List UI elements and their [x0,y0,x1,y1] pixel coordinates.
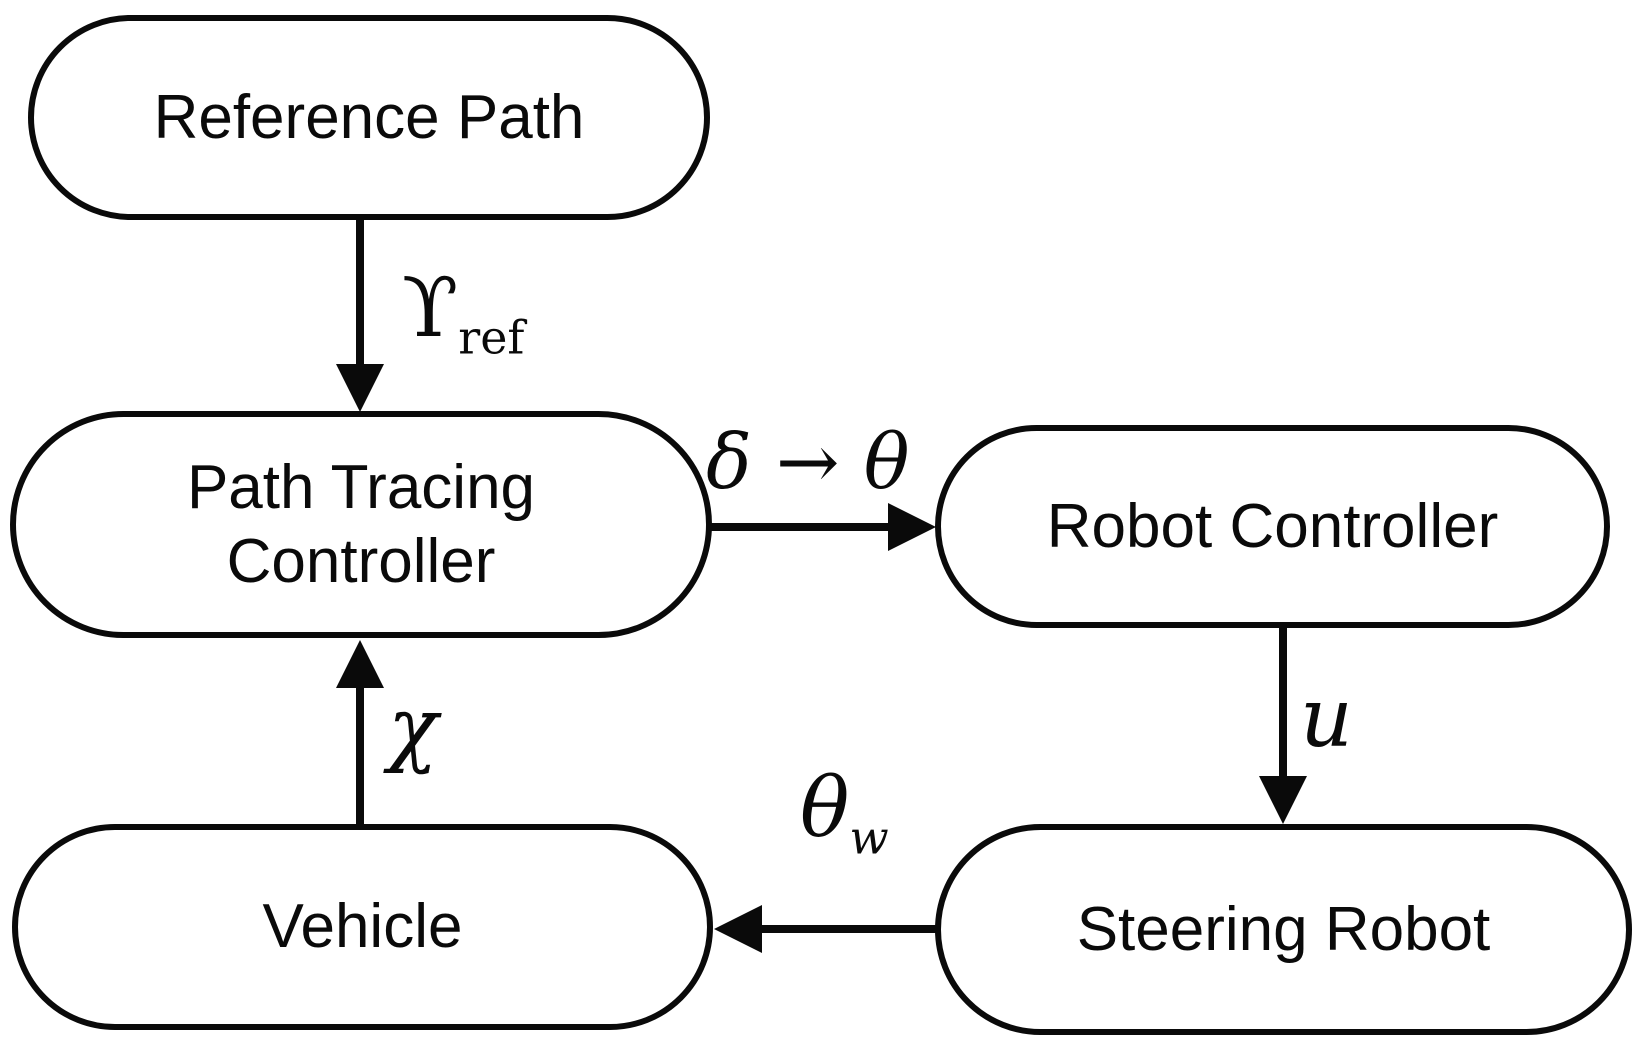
chi-symbol: χ [388,681,438,776]
arrow-head-down-icon [1259,776,1307,824]
arrow-line-tracing-to-robot-controller [710,523,892,531]
edge-label-upsilon-ref: ϒref [402,268,524,361]
arrow-line-vehicle-to-tracing [356,686,364,826]
node-path-tracing-controller-label: Path Tracing Controller [186,453,536,596]
node-path-tracing-controller: Path Tracing Controller [10,411,712,638]
delta-theta-symbol: δ → θ [706,417,910,506]
arrow-line-robot-controller-to-steering [1279,626,1287,778]
arrow-head-down-icon [336,364,384,412]
node-vehicle-label: Vehicle [262,892,463,962]
arrow-head-up-icon [336,640,384,688]
node-robot-controller-label: Robot Controller [1046,491,1499,561]
arrow-head-right-icon [888,503,936,551]
arrow-head-left-icon [714,905,762,953]
upsilon-subscript: ref [458,310,525,365]
theta-symbol: θ [800,761,850,856]
node-robot-controller: Robot Controller [935,425,1610,628]
arrow-line-steering-to-vehicle [760,925,938,933]
arrow-line-reference-to-tracing [356,218,364,366]
node-steering-robot-label: Steering Robot [1076,894,1491,964]
edge-label-delta-to-theta: δ → θ [706,424,910,500]
node-reference-path: Reference Path [28,15,710,220]
node-reference-path-label: Reference Path [153,82,585,152]
edge-label-theta-w: θw [800,768,889,861]
edge-label-chi: χ [388,688,438,770]
theta-subscript: w [849,810,889,865]
upsilon-symbol: ϒ [402,261,459,356]
edge-label-u: u [1300,678,1353,760]
node-steering-robot: Steering Robot [935,824,1632,1035]
node-vehicle: Vehicle [12,824,713,1030]
u-symbol: u [1300,671,1353,766]
